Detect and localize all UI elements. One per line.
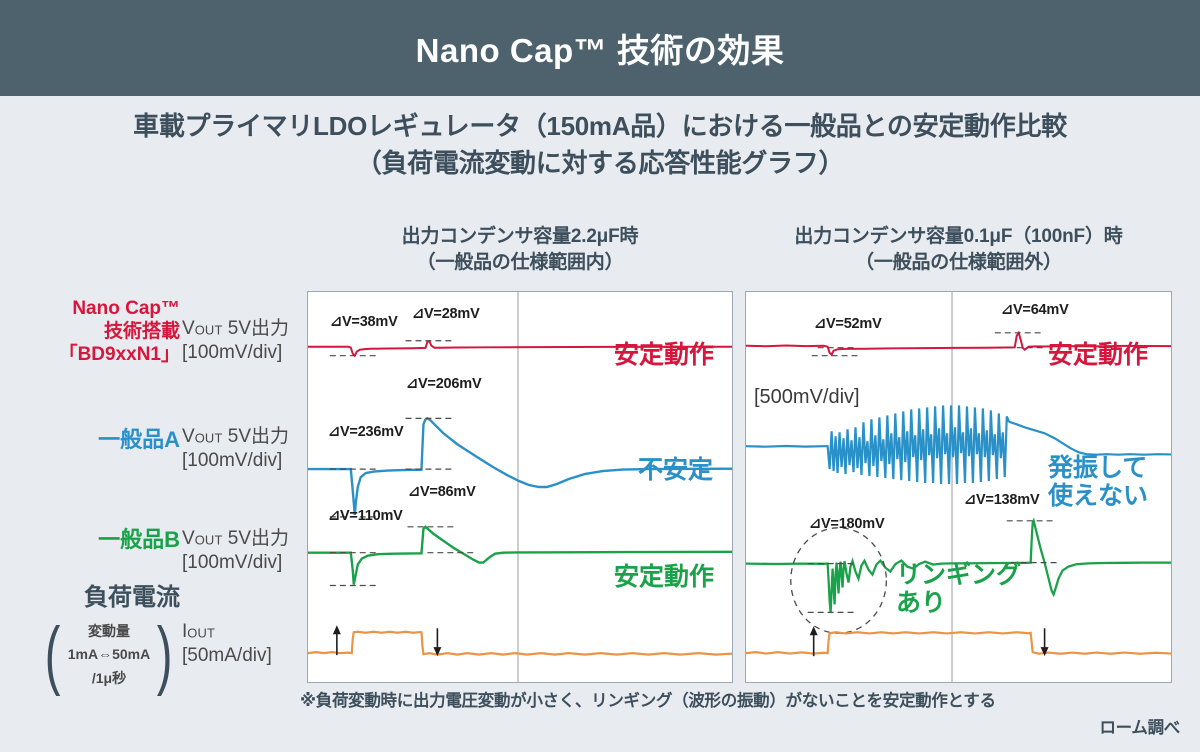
row-label-nanocap-line1: Nano Cap™ [72,298,180,319]
arrow-step-down [1040,628,1049,657]
source-credit: ローム調べ [1099,719,1180,737]
row-label-nanocap-line2: 技術搭載 [103,321,180,343]
row-label-generic-b-line1: 一般品B [98,527,180,552]
verdict-generic-a-line2: 使えない [1048,481,1149,510]
row-label-load-current-line1: 負荷電流 [84,584,180,611]
iout-symbol: I [182,621,188,642]
row-label-generic-b: 一般品B [8,527,180,554]
load-current-detail-group: ( 変動量 1mA⇔50mA /1μ秒 ) [45,612,173,697]
annotation-blue-scale: [500mV/div] [754,386,860,408]
unit-label-generic-b-quantity: VOUT 5V出力 [182,527,302,551]
trace-nanocap [308,340,732,358]
vout-rest: 5V出力 [222,528,290,549]
annotation-green-2: ⊿V=138mV [964,492,1040,508]
subtitle-line-2: （負荷電流変動に対する応答性能グラフ） [355,147,845,178]
vout-symbol: V [182,426,195,447]
verdict-generic-b: リンギング あり [896,561,1022,617]
waveform-panel-cap-0u1: ⊿V=52mV ⊿V=64mV [500mV/div] ⊿V=180mV ⊿V=… [745,291,1172,683]
annotation-blue-1: ⊿V=236mV [328,424,404,440]
annotation-green-2: ⊿V=86mV [408,484,476,500]
verdict-nanocap: 安定動作 [1048,341,1149,369]
verdict-generic-a: 発振して 使えない [1048,454,1149,510]
unit-label-generic-a-scale: [100mV/div] [182,449,283,471]
vout-subscript: OUT [194,532,223,548]
subtitle: 車載プライマリLDOレギュレータ（150mA品）における一般品との安定動作比較 … [0,108,1200,182]
verdict-nanocap: 安定動作 [614,341,715,369]
trace-load-current [746,626,1171,657]
load-current-detail: 変動量 1mA⇔50mA /1μ秒 [66,620,152,689]
annotation-red-2: ⊿V=64mV [1001,302,1069,318]
vout-subscript: OUT [194,322,223,338]
column-header-right-subtitle: （一般品の仕様範囲外） [855,251,1062,273]
column-header-left: 出力コンデンサ容量2.2μF時 （一般品の仕様範囲内） [307,224,733,275]
column-header-right: 出力コンデンサ容量0.1μF（100nF）時 （一般品の仕様範囲外） [745,224,1172,275]
annotation-red-2: ⊿V=28mV [412,306,480,322]
subtitle-line-1: 車載プライマリLDOレギュレータ（150mA品）における一般品との安定動作比較 [133,111,1067,141]
unit-label-generic-b: VOUT 5V出力 [100mV/div] [182,527,302,575]
verdict-generic-a: 不安定 [638,456,714,484]
row-label-nanocap-line3: 「BD9xxN1」 [58,344,180,366]
arrow-step-down [433,628,442,657]
vout-subscript: OUT [194,430,223,446]
load-detail-line3: /1μ秒 [91,669,127,686]
row-label-load-current: 負荷電流 [8,583,180,612]
trace-nanocap [746,330,1171,357]
footnote: ※負荷変動時に出力電圧変動が小さく、リンギング（波形の振動）がないことを安定動作… [300,692,996,710]
annotation-red-1: ⊿V=52mV [814,316,882,332]
iout-subscript: OUT [187,625,216,641]
unit-label-generic-b-scale: [100mV/div] [182,551,283,573]
trace-load-current [308,625,732,657]
unit-label-generic-a: VOUT 5V出力 [100mV/div] [182,425,302,473]
verdict-generic-b: 安定動作 [614,563,715,591]
header-bar: Nano Cap™ 技術の効果 [0,0,1200,96]
annotation-green-1: ⊿V=110mV [328,508,403,524]
unit-label-load-current: IOUT [50mA/div] [182,620,302,668]
row-label-generic-a: 一般品A [8,427,180,454]
column-header-right-title: 出力コンデンサ容量0.1μF（100nF）時 [794,226,1123,247]
unit-label-load-current-quantity: IOUT [182,620,302,644]
verdict-generic-b-line2: あり [896,588,947,617]
unit-label-generic-a-quantity: VOUT 5V出力 [182,425,302,449]
unit-label-nanocap-scale: [100mV/div] [182,341,283,363]
vout-rest: 5V出力 [222,318,290,339]
load-detail-line1: 変動量 [87,623,130,640]
arrow-step-up [332,625,341,656]
unit-label-nanocap-quantity: VOUT 5V出力 [182,317,302,341]
page-title: Nano Cap™ 技術の効果 [415,32,785,69]
trace-generic-a [746,405,1171,485]
unit-label-load-current-scale: [50mA/div] [182,644,272,666]
arrow-step-up [809,626,818,657]
verdict-generic-b-line1: リンギング [896,561,1022,589]
annotation-blue-2: ⊿V=206mV [406,376,482,392]
waveform-panel-cap-2u2: ⊿V=38mV ⊿V=28mV ⊿V=236mV ⊿V=206mV ⊿V=110… [307,291,733,683]
trace-generic-a [308,416,732,518]
annotation-green-1: ⊿V=180mV [809,516,885,532]
waveform-svg-right [746,292,1171,682]
verdict-generic-a-line1: 発振して [1048,454,1148,482]
waveform-svg-left [308,292,732,682]
row-label-generic-a-line1: 一般品A [98,427,180,452]
vout-rest: 5V出力 [222,426,290,447]
vout-symbol: V [182,528,195,549]
column-header-left-title: 出力コンデンサ容量2.2μF時 [401,226,639,247]
unit-label-nanocap: VOUT 5V出力 [100mV/div] [182,317,302,365]
annotation-red-1: ⊿V=38mV [330,314,398,330]
row-label-nanocap: Nano Cap™ 技術搭載 「BD9xxN1」 [8,297,180,367]
column-header-left-subtitle: （一般品の仕様範囲内） [416,251,624,273]
vout-symbol: V [182,318,195,339]
load-detail-line2: 1mA⇔50mA [67,646,151,663]
